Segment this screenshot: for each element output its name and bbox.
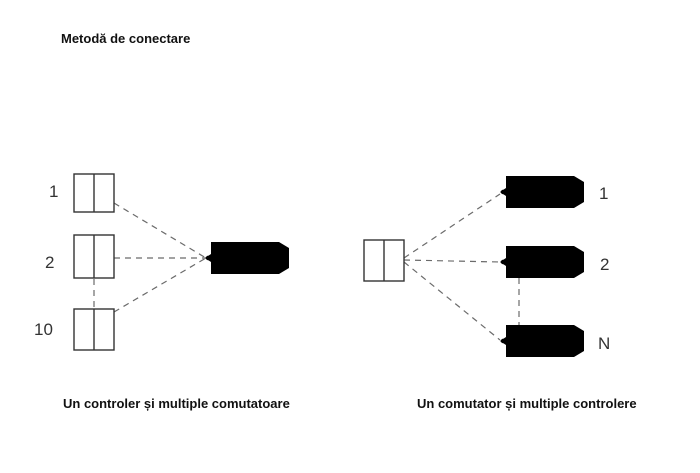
connection-line bbox=[403, 193, 501, 259]
right-caption: Un comutator și multiple controlere bbox=[417, 396, 637, 411]
wall-switch bbox=[73, 234, 115, 279]
switch-label: 2 bbox=[45, 253, 54, 272]
page-title: Metodă de conectare bbox=[61, 31, 191, 46]
left-caption: Un controler și multiple comutatoare bbox=[63, 396, 290, 411]
connection-line bbox=[113, 257, 207, 313]
left-diagram: 1 2 10 bbox=[34, 173, 289, 351]
controller-label: N bbox=[598, 334, 610, 353]
connection-line bbox=[113, 202, 207, 259]
connection-line bbox=[403, 261, 501, 341]
switch-label: 10 bbox=[34, 320, 53, 339]
controller-device bbox=[500, 246, 584, 278]
wall-switch bbox=[363, 239, 405, 282]
controller-label: 1 bbox=[599, 184, 608, 203]
wall-switch bbox=[73, 173, 115, 213]
controller-device bbox=[205, 242, 289, 274]
connection-line bbox=[403, 259, 501, 263]
controller-label: 2 bbox=[600, 255, 609, 274]
wall-switch bbox=[73, 308, 115, 351]
controller-device bbox=[500, 176, 584, 208]
right-diagram: 1 2 N bbox=[363, 176, 610, 357]
switch-label: 1 bbox=[49, 182, 58, 201]
controller-device bbox=[500, 325, 584, 357]
